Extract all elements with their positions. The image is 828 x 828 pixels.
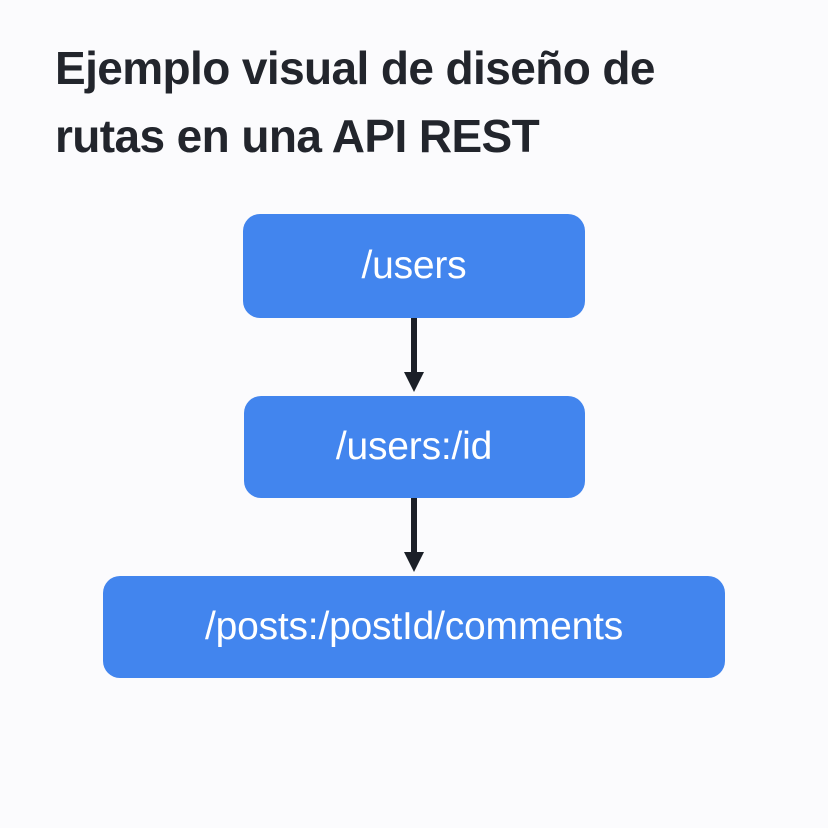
flow-node-posts-comments-label: /posts:/postId/comments	[204, 605, 624, 648]
api-route-flowchart: /users /users:/id /posts:/postId/comment…	[0, 214, 828, 678]
page-title: Ejemplo visual de diseño de rutas en una…	[55, 42, 655, 162]
arrow-down-icon	[404, 498, 424, 572]
flow-edge-users-to-users-id	[0, 318, 828, 396]
flow-edge-users-id-to-posts-comments	[0, 498, 828, 576]
flow-row-users-id: /users:/id	[0, 396, 828, 498]
flow-node-posts-comments[interactable]: /posts:/postId/comments	[103, 576, 725, 678]
flow-node-users-id-label: /users:/id	[335, 425, 493, 468]
flow-row-posts-comments: /posts:/postId/comments	[0, 576, 828, 678]
flow-row-users: /users	[0, 214, 828, 318]
flow-node-users-label: /users	[361, 244, 467, 287]
flow-node-users[interactable]: /users	[243, 214, 585, 318]
arrow-down-icon	[404, 318, 424, 392]
flow-node-users-id[interactable]: /users:/id	[243, 396, 585, 498]
